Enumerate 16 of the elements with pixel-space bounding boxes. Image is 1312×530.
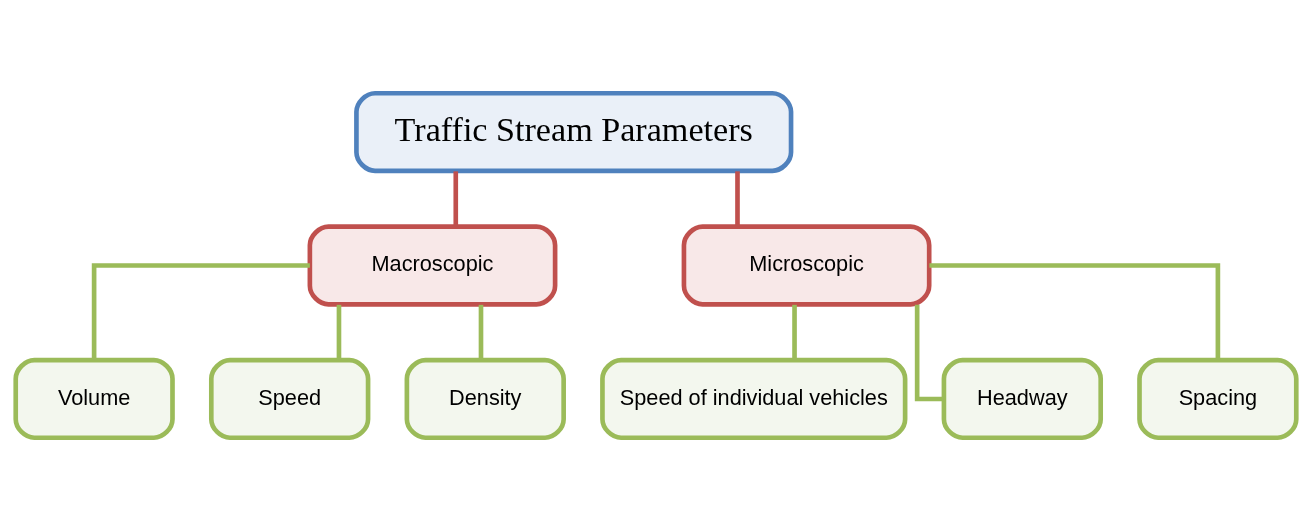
connector (91, 262, 310, 360)
node-box: Speed (208, 357, 371, 440)
connector (453, 170, 459, 226)
connector (735, 170, 740, 226)
node-box: Traffic Stream Parameters (354, 90, 794, 173)
connector (336, 304, 342, 360)
node-box: Microscopic (681, 223, 932, 307)
connector (929, 262, 1221, 360)
node-box: Speed of individual vehicles (600, 357, 908, 440)
node-box: Spacing (1137, 357, 1299, 440)
node-box: Density (404, 357, 566, 440)
connector (478, 304, 484, 360)
connector (792, 304, 797, 360)
node-box: Headway (941, 357, 1104, 440)
node-box: Macroscopic (307, 223, 558, 307)
node-box: Volume (13, 357, 175, 440)
